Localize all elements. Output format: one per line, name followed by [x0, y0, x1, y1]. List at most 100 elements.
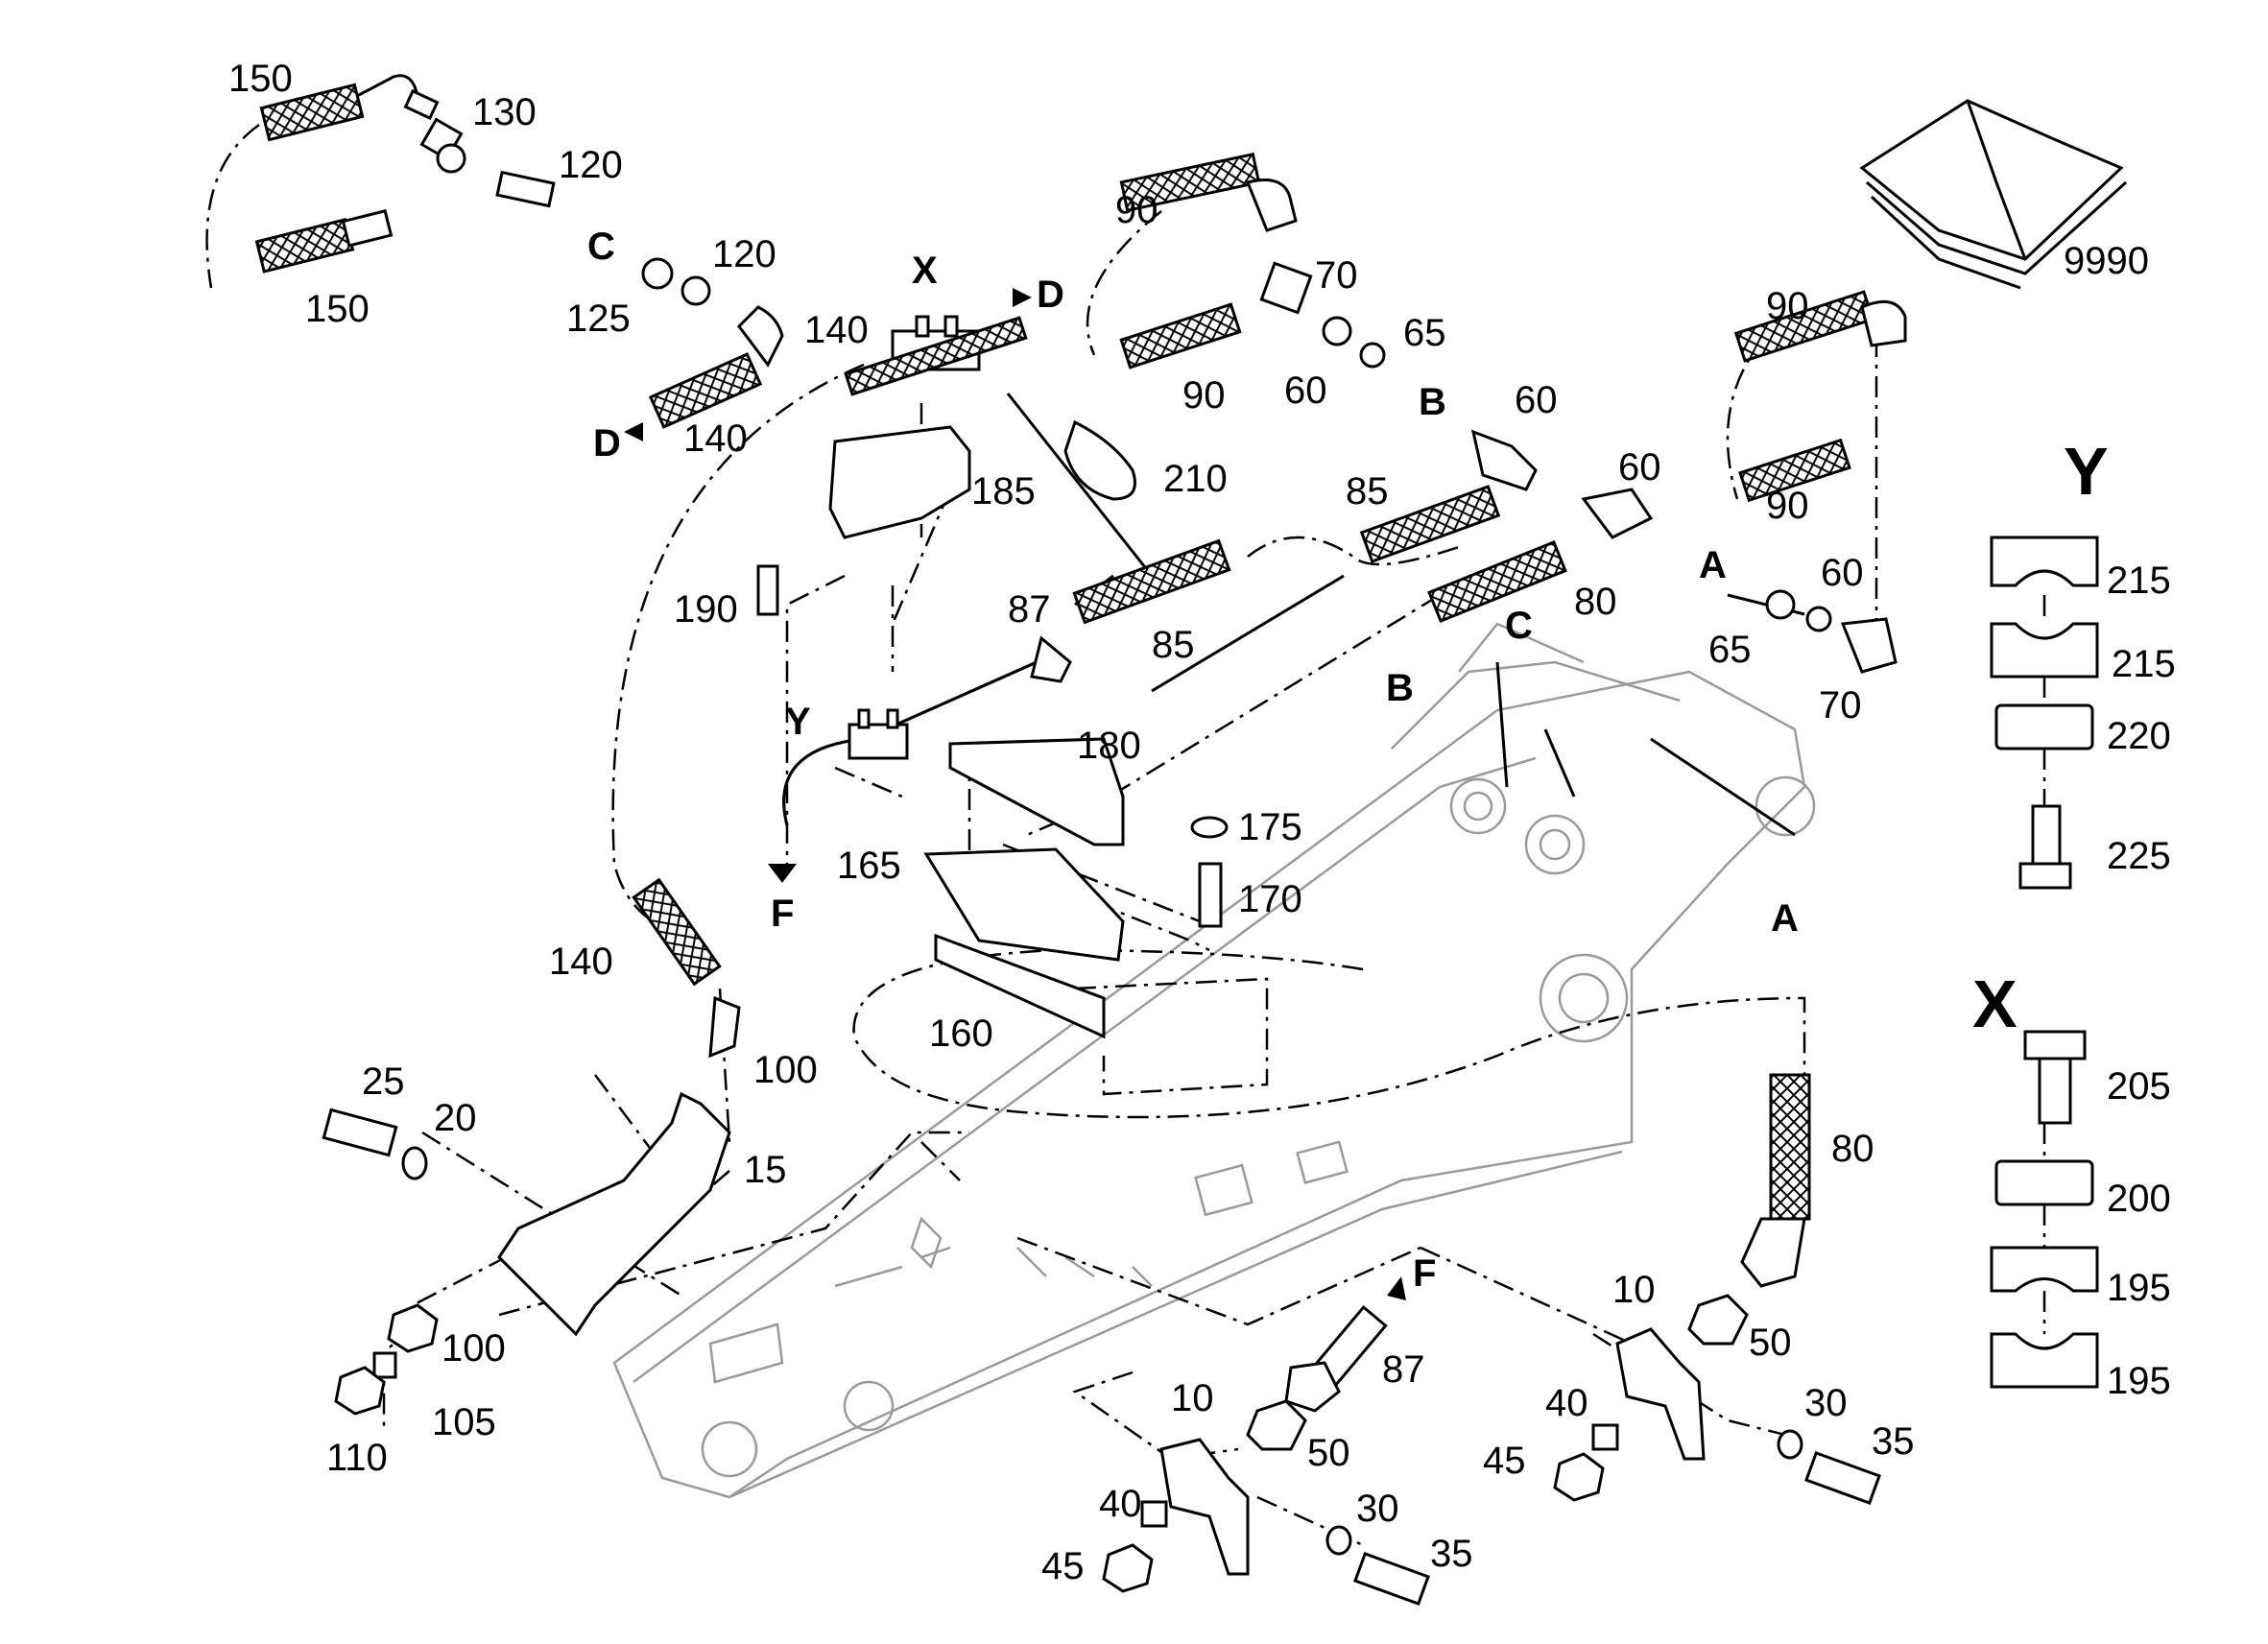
label-letter-y1: Y — [785, 701, 811, 743]
label-letter-x1: X — [912, 250, 938, 292]
label-110: 110 — [326, 1437, 388, 1479]
hose-150-upper — [259, 83, 365, 142]
label-35b: 35 — [1872, 1420, 1915, 1463]
nut-120 — [680, 275, 711, 306]
label-215a: 215 — [2107, 560, 2171, 602]
flow-arrows — [624, 288, 1406, 1300]
elbow-70 — [1259, 261, 1313, 315]
label-170: 170 — [1238, 878, 1302, 920]
clamp-x-assembly — [756, 315, 1136, 616]
label-35a: 35 — [1430, 1533, 1473, 1575]
valve-body-10-a — [1159, 1438, 1250, 1576]
detail-x — [1990, 1030, 2099, 1389]
boom-outline — [612, 622, 1816, 1499]
clamp-half-215-a — [1990, 536, 2099, 587]
label-130: 130 — [472, 91, 537, 133]
pipe-y-assembly — [782, 635, 1229, 1039]
label-160: 160 — [929, 1013, 993, 1055]
nut-60-a — [1805, 606, 1832, 632]
label-letter-a2: A — [1771, 897, 1799, 940]
label-65a: 65 — [1403, 312, 1446, 354]
adapter-50-b — [1687, 1294, 1749, 1346]
label-letter-c1: C — [587, 226, 615, 268]
bracket-185 — [828, 425, 971, 539]
hose-90-upper — [1119, 152, 1261, 213]
elbow-70-a — [1840, 617, 1898, 674]
label-175: 175 — [1238, 806, 1302, 848]
hose-assembly-top-left — [254, 74, 784, 429]
washer-30-b — [1777, 1429, 1803, 1460]
washer-125 — [641, 257, 674, 290]
label-30b: 30 — [1804, 1382, 1848, 1424]
label-85a: 85 — [1346, 470, 1389, 512]
clamp-half-180 — [948, 737, 1125, 846]
label-detail-y: Y — [2064, 434, 2109, 509]
label-165: 165 — [837, 845, 901, 887]
hose-150-lower — [254, 218, 355, 274]
nut-87 — [1030, 635, 1072, 683]
label-90d: 90 — [1766, 485, 1809, 527]
plate-220 — [1994, 703, 2094, 751]
label-125: 125 — [566, 298, 631, 340]
nipple-40-b — [1591, 1423, 1619, 1451]
label-letter-d2: D — [1037, 274, 1064, 316]
label-letter-a1: A — [1699, 544, 1727, 586]
label-60c: 60 — [1618, 446, 1661, 488]
nut-65 — [1322, 316, 1352, 346]
label-60d: 60 — [1821, 552, 1864, 594]
hose-assembly-right — [632, 152, 1907, 1288]
label-letter-b2: B — [1386, 667, 1414, 709]
washer-20 — [401, 1146, 428, 1180]
elbow-100 — [708, 995, 741, 1059]
bracket-15-assembly — [322, 1091, 731, 1416]
label-80b: 80 — [1831, 1128, 1874, 1170]
label-90c: 90 — [1766, 285, 1809, 327]
label-45a: 45 — [1041, 1545, 1085, 1587]
label-100a: 100 — [753, 1049, 818, 1091]
arrow-f-down-icon — [768, 864, 797, 883]
label-letter-f1: F — [771, 893, 794, 935]
label-150b: 150 — [305, 288, 370, 330]
label-9990: 9990 — [2064, 240, 2149, 282]
label-195b: 195 — [2107, 1360, 2171, 1402]
hose-80-upper — [1427, 539, 1567, 624]
label-letter-f2: F — [1413, 1252, 1436, 1295]
label-letter-b1: B — [1419, 381, 1446, 423]
label-120a: 120 — [559, 144, 623, 186]
label-140a: 140 — [804, 309, 869, 351]
label-letter-d1: D — [593, 422, 621, 465]
label-215b: 215 — [2112, 643, 2176, 685]
hose-140-lower — [632, 877, 722, 987]
elbow-140 — [737, 305, 784, 368]
screw-25 — [322, 1108, 398, 1157]
nipple-105 — [372, 1351, 397, 1379]
adapter-120 — [495, 170, 556, 208]
label-100b: 100 — [442, 1327, 506, 1370]
clamp-half-195-b — [1990, 1332, 2099, 1389]
valve-10-right — [1553, 1294, 1881, 1505]
label-210: 210 — [1163, 458, 1228, 500]
label-90a: 90 — [1115, 189, 1158, 231]
hose-80-lower — [1769, 1073, 1811, 1221]
label-10a: 10 — [1171, 1377, 1214, 1419]
label-87b: 87 — [1382, 1348, 1425, 1391]
label-20: 20 — [434, 1097, 477, 1139]
detail-y — [1990, 536, 2099, 890]
clamp-y — [848, 723, 909, 760]
label-195a: 195 — [2107, 1267, 2171, 1309]
screw-35-b — [1804, 1451, 1881, 1505]
nut-100 — [387, 1303, 439, 1353]
nut-87-lower — [1284, 1361, 1341, 1413]
label-letter-c2: C — [1505, 605, 1533, 647]
label-190: 190 — [674, 588, 738, 631]
screw-170 — [1198, 862, 1223, 928]
label-120b: 120 — [712, 233, 776, 275]
label-150a: 150 — [228, 58, 293, 100]
label-30a: 30 — [1356, 1488, 1399, 1530]
label-70b: 70 — [1819, 684, 1862, 727]
plate-160 — [934, 933, 1106, 1039]
washer-65-a — [1765, 589, 1796, 620]
clamp-half-195-a — [1990, 1246, 2099, 1293]
washer-30-a — [1325, 1525, 1352, 1556]
hose-85-lower — [1072, 538, 1231, 625]
